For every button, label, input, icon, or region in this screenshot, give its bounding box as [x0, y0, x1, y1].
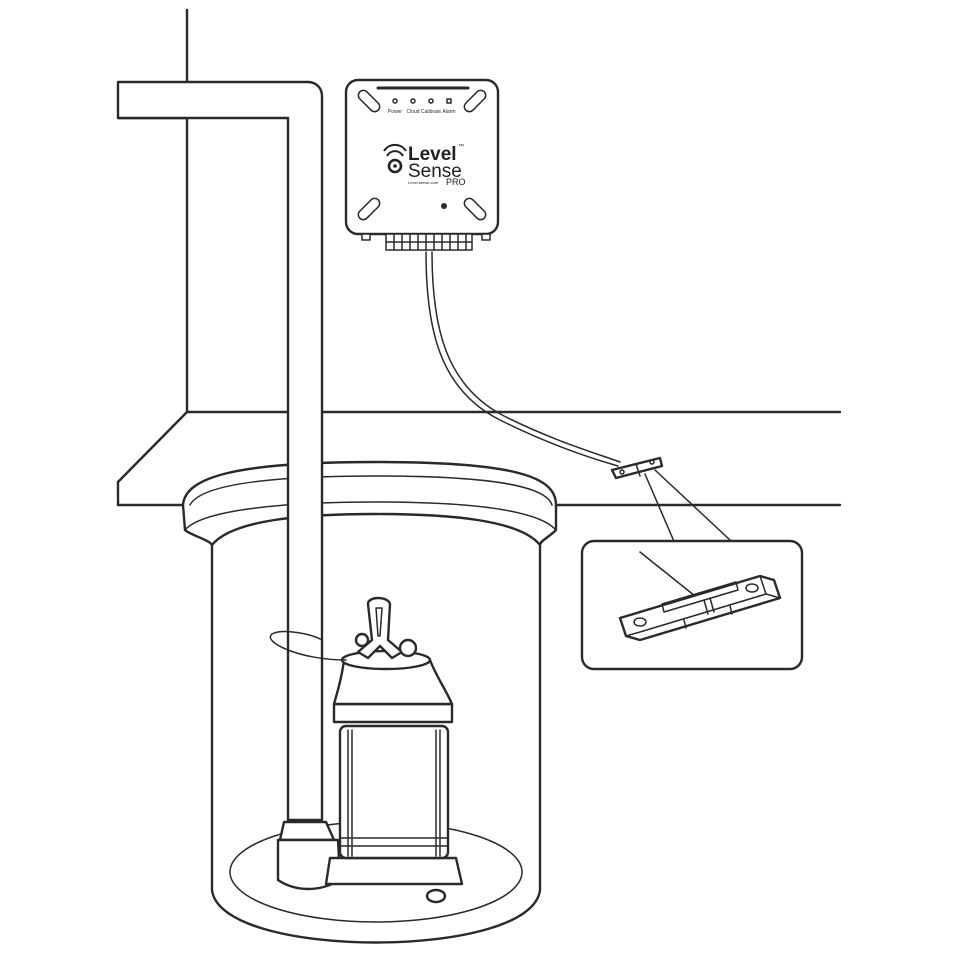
sensor-cable	[425, 251, 621, 467]
level-sense-device: Power Cloud Calibrate Alarm Level ™ Sens…	[344, 78, 500, 251]
indicator-row: Power Cloud Calibrate Alarm	[388, 98, 456, 115]
brand-url: Level-sense.com	[408, 180, 439, 185]
wall-outline	[116, 8, 189, 414]
sump-pump	[269, 596, 464, 904]
brand-pro-label: PRO	[446, 177, 466, 187]
indicator-label-alarm: Alarm	[442, 109, 455, 115]
floor-sensor	[610, 456, 664, 480]
brand-name-line1: Level	[408, 144, 457, 165]
status-dot	[441, 203, 447, 209]
brand-trademark: ™	[458, 143, 464, 150]
indicator-label-calibrate: Calibrate	[421, 109, 441, 115]
indicator-label-cloud: Cloud	[406, 109, 419, 115]
level-sense-logo-icon	[383, 144, 407, 174]
sensor-enlarged	[618, 574, 782, 642]
floor-slab	[116, 410, 842, 507]
indicator-label-power: Power	[388, 109, 403, 115]
terminal-block	[361, 233, 491, 251]
discharge-pipe	[116, 80, 324, 822]
brand-name-line2: Sense	[408, 161, 462, 182]
sensor-callout	[580, 539, 804, 671]
